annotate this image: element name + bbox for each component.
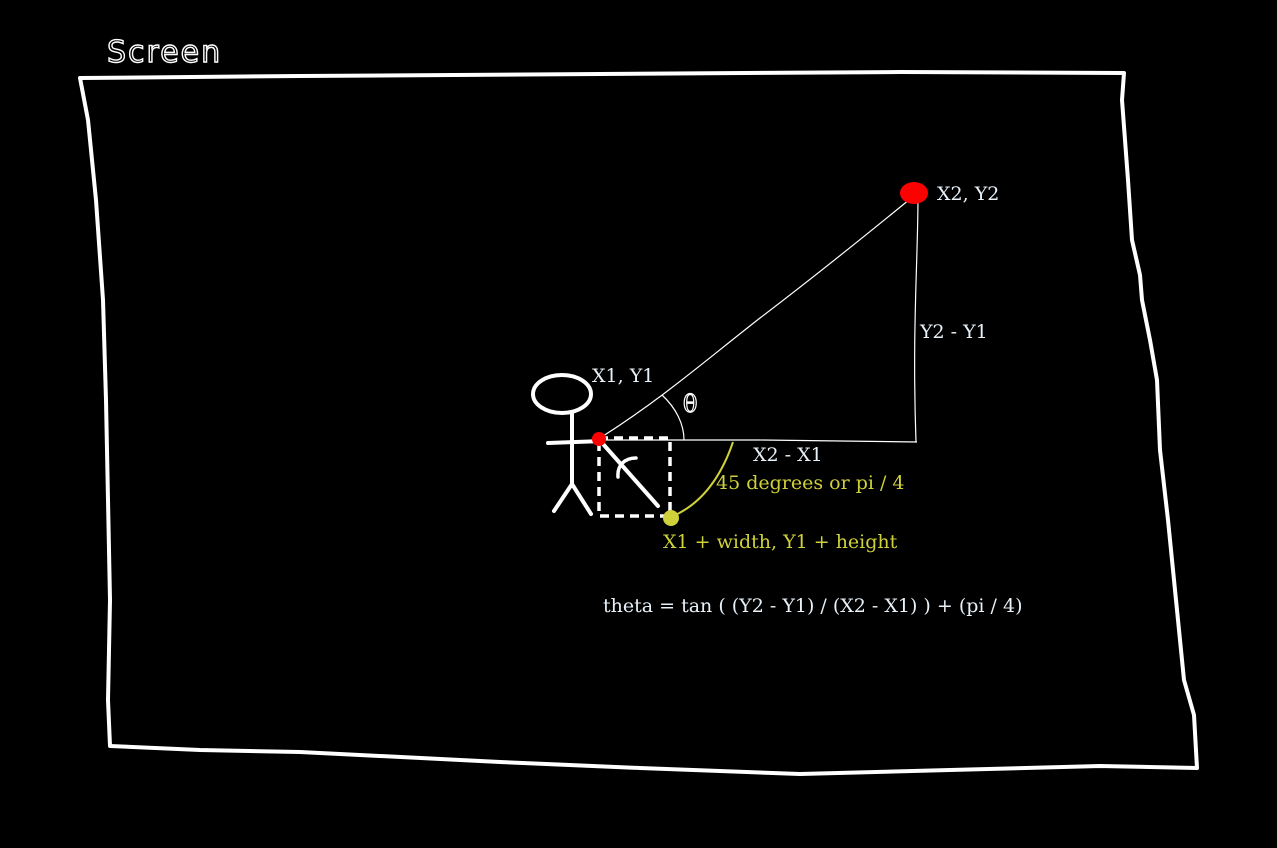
theta-symbol: θ [683, 390, 697, 418]
diagonal-arc [616, 456, 638, 479]
offset-angle-arc [670, 441, 734, 518]
screen-label: Screen [107, 35, 222, 70]
point-1-label: X1, Y1 [592, 365, 654, 387]
sprite-bounding-box [597, 436, 672, 518]
stick-figure-head [531, 373, 593, 415]
stick-figure-left-leg [552, 482, 574, 513]
vertical-leg-label: Y2 - Y1 [919, 321, 988, 343]
point-1-marker [592, 432, 606, 446]
formula-label: theta = tan ( (Y2 - Y1) / (X2 - X1) ) + … [603, 595, 1022, 617]
diagonal-line [601, 442, 660, 508]
point-2-marker [900, 182, 928, 204]
horizontal-leg-label: X2 - X1 [753, 444, 823, 466]
corner-point-marker [663, 510, 679, 526]
theta-arc [661, 394, 685, 441]
stick-figure [531, 373, 605, 516]
offset-angle-label: 45 degrees or pi / 4 [716, 472, 905, 494]
vertical-leg-line [914, 195, 919, 443]
horizontal-leg-line [600, 439, 918, 443]
stick-figure-right-leg [570, 482, 593, 516]
hypotenuse-line [599, 194, 916, 439]
screen-frame [78, 70, 1199, 776]
corner-point-label: X1 + width, Y1 + height [663, 531, 898, 553]
point-2-label: X2, Y2 [937, 183, 999, 205]
